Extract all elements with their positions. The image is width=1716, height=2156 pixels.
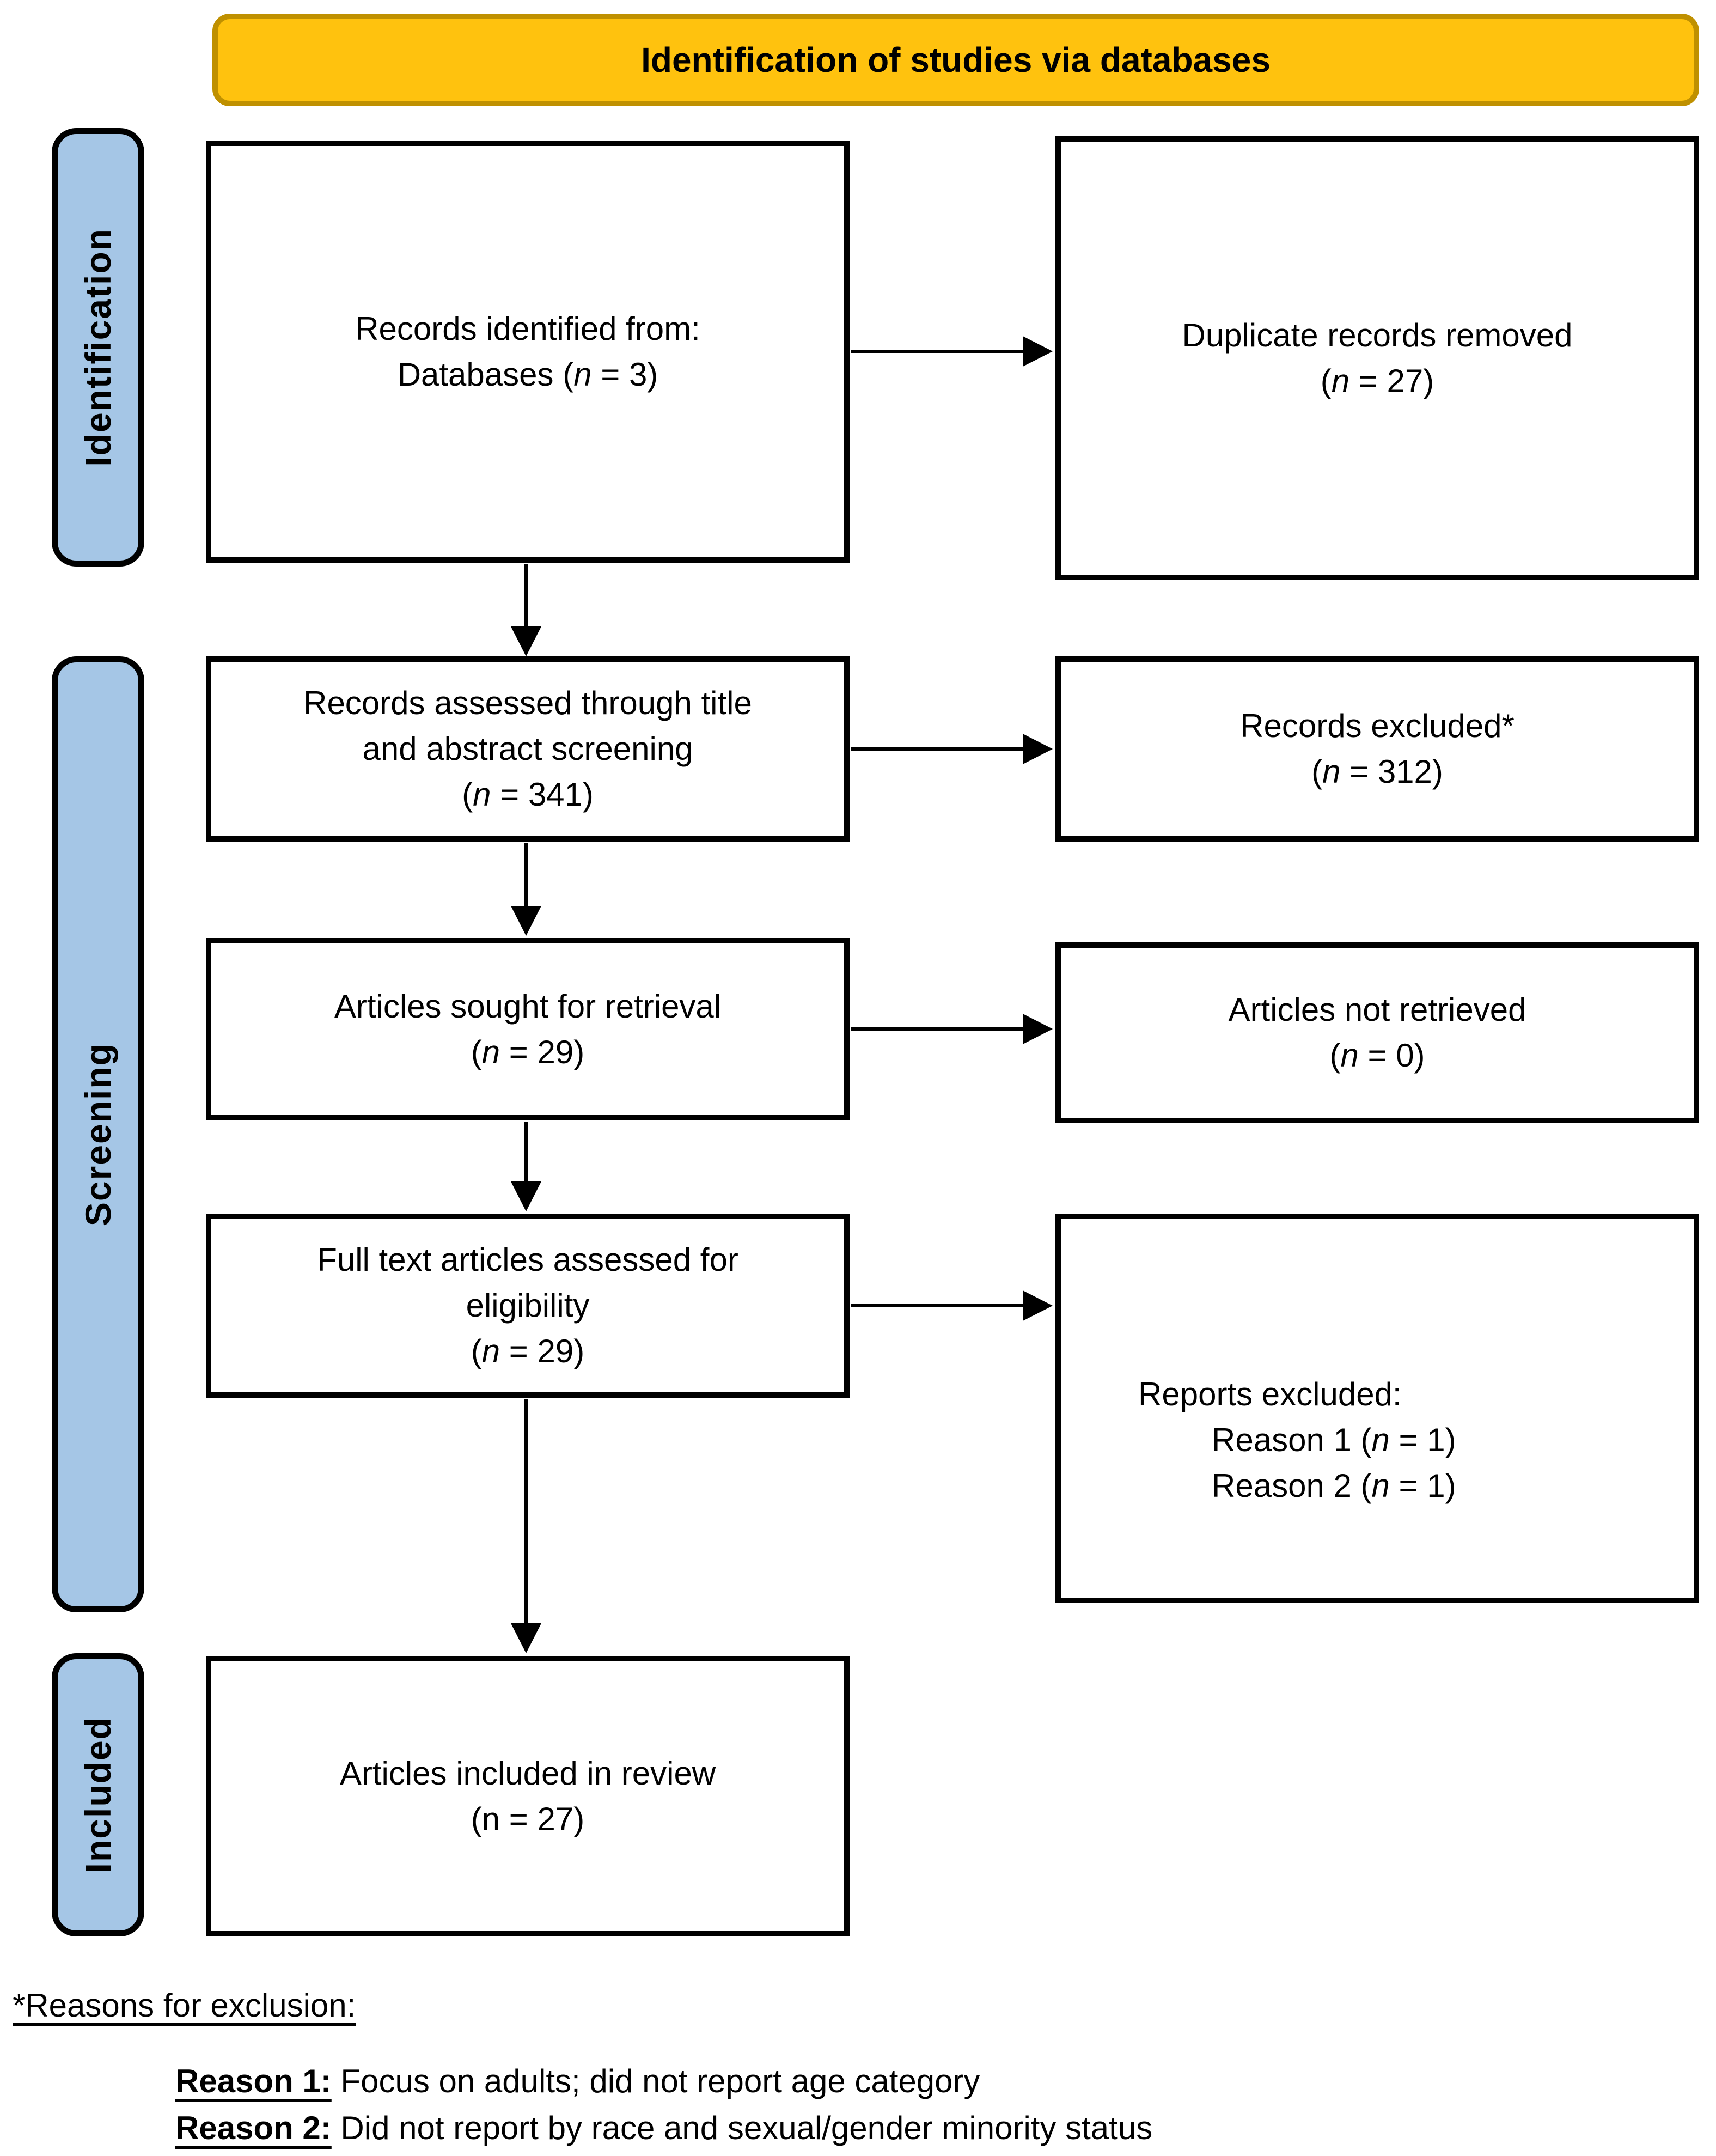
arrow-head-right-icon [1023, 336, 1053, 367]
stage-label-identification-text: Identification [78, 228, 118, 467]
box-text-line: (n = 312) [1311, 753, 1443, 790]
box-text-line: Reason 2 (n = 1) [1212, 1467, 1456, 1504]
box-text-line: Articles not retrieved [1228, 991, 1526, 1028]
footnote-heading: *Reasons for exclusion: [13, 1987, 356, 2024]
box-text-line: and abstract screening [362, 730, 693, 767]
box-records-assessed: Records assessed through title and abstr… [206, 656, 850, 842]
box-text-line: Full text articles assessed for [317, 1241, 738, 1278]
box-text-line: (n = 27) [1320, 362, 1434, 399]
box-reports-excluded: Reports excluded: Reason 1 (n = 1) Reaso… [1055, 1214, 1699, 1603]
footnote-reason-1-text: Focus on adults; did not report age cate… [331, 2063, 980, 2099]
box-text-line: (n = 29) [471, 1033, 585, 1070]
arrow-head-down-icon [511, 626, 541, 656]
stage-label-screening: Screening [52, 656, 144, 1612]
box-text-line: Records assessed through title [303, 685, 752, 721]
arrow-shaft [524, 564, 528, 628]
arrow-shaft [851, 350, 1024, 353]
footnote-reasons: Reason 1: Focus on adults; did not repor… [175, 2058, 1152, 2152]
box-text-line: Records excluded* [1240, 708, 1515, 744]
box-articles-sought: Articles sought for retrieval (n = 29) [206, 938, 850, 1120]
box-fulltext-assessed: Full text articles assessed for eligibil… [206, 1214, 850, 1398]
footnote-reason-2: Reason 2: Did not report by race and sex… [175, 2105, 1152, 2152]
box-text-line: Articles included in review [339, 1755, 716, 1792]
box-text-line: (n = 0) [1329, 1037, 1425, 1074]
arrow-head-right-icon [1023, 1014, 1053, 1044]
banner-title-box: Identification of studies via databases [212, 14, 1699, 106]
arrow-shaft [524, 843, 528, 908]
footnote-reason-1: Reason 1: Focus on adults; did not repor… [175, 2058, 1152, 2105]
box-duplicates-removed: Duplicate records removed (n = 27) [1055, 136, 1699, 580]
box-text-line: eligibility [466, 1287, 590, 1324]
box-articles-not-retrieved: Articles not retrieved (n = 0) [1055, 942, 1699, 1123]
arrow-shaft [851, 1304, 1024, 1307]
arrow-head-down-icon [511, 1181, 541, 1211]
box-records-excluded: Records excluded* (n = 312) [1055, 656, 1699, 842]
arrow-shaft [524, 1122, 528, 1183]
arrow-head-down-icon [511, 1623, 541, 1653]
box-text-line: (n = 29) [471, 1333, 585, 1369]
box-text-line: Articles sought for retrieval [334, 988, 722, 1025]
arrow-shaft [851, 1027, 1024, 1031]
arrow-shaft [851, 747, 1024, 751]
box-text-line: Reason 1 (n = 1) [1212, 1421, 1456, 1458]
box-text-line: (n = 341) [462, 776, 594, 813]
arrow-shaft [524, 1399, 528, 1625]
stage-label-screening-text: Screening [78, 1042, 118, 1227]
stage-label-identification: Identification [52, 128, 144, 567]
stage-label-included: Included [52, 1653, 144, 1936]
arrow-head-right-icon [1023, 1290, 1053, 1321]
box-text-line: Reports excluded: [1138, 1375, 1402, 1412]
footnote-reason-2-text: Did not report by race and sexual/gender… [331, 2110, 1153, 2146]
box-records-identified: Records identified from: Databases (n = … [206, 141, 850, 563]
stage-label-included-text: Included [78, 1716, 118, 1873]
footnote-reason-2-label: Reason 2: [175, 2110, 332, 2146]
arrow-head-down-icon [511, 906, 541, 936]
arrow-head-right-icon [1023, 734, 1053, 764]
box-text-line: Duplicate records removed [1182, 316, 1573, 354]
footnote-reason-1-label: Reason 1: [175, 2063, 332, 2099]
box-text-line: Records identified from: [355, 310, 700, 347]
diagram-title: Identification of studies via databases [641, 40, 1271, 80]
box-text-line: (n = 27) [471, 1800, 585, 1837]
box-articles-included: Articles included in review (n = 27) [206, 1656, 850, 1936]
box-text-line: Databases (n = 3) [397, 356, 658, 393]
